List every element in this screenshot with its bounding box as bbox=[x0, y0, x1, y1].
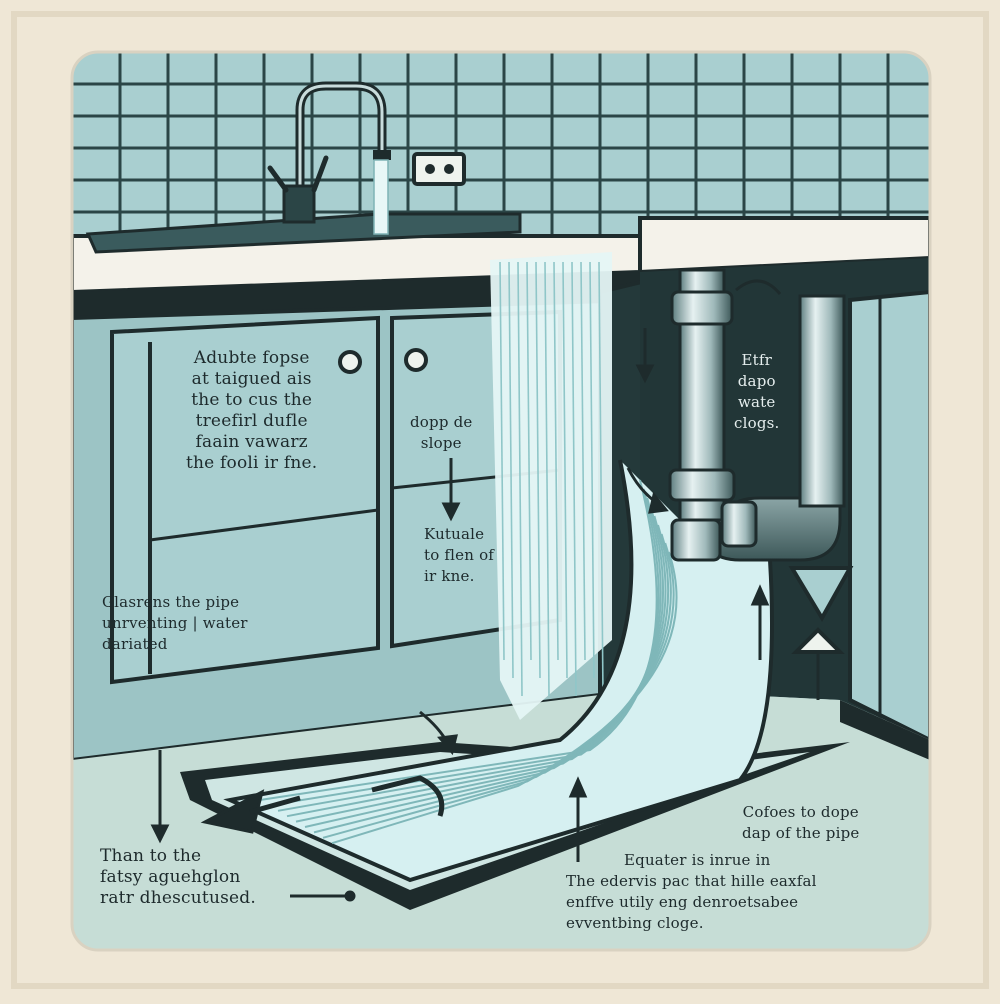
drain-pipe bbox=[668, 268, 846, 562]
label-flow-note: Kutuale to flen of ir kne. bbox=[424, 525, 495, 585]
cabinet-door-left bbox=[110, 315, 380, 685]
pipe-trap-joint bbox=[720, 500, 758, 548]
falling-water-sheet bbox=[490, 252, 612, 720]
label-bottom-note: Equater is inrue in The edervis pac that… bbox=[566, 851, 817, 932]
arrow-floor-hook bbox=[371, 775, 445, 817]
faucet bbox=[267, 81, 391, 224]
illustration-panel bbox=[72, 52, 930, 950]
arrow-large-down bbox=[788, 566, 854, 622]
label-floor-note: Than to the fatsy aguehglon ratr dhescut… bbox=[100, 846, 256, 908]
label-slope-pipe-note: Cofoes to dope dap of the pipe bbox=[742, 803, 860, 842]
floor-water-flow bbox=[223, 459, 774, 883]
label-slope-note: dopp de slope bbox=[410, 413, 473, 452]
pipe-coupling-mid bbox=[668, 468, 736, 502]
cabinet-knob-left bbox=[338, 350, 362, 374]
flow-arrows bbox=[150, 328, 854, 902]
sink-basin bbox=[85, 212, 522, 254]
label-cabinet-note: Adubte fopse at taigued ais the to cus t… bbox=[186, 348, 318, 473]
label-pipe-note: Etfr dapo wate clogs. bbox=[734, 351, 780, 432]
cabinet-knob-right bbox=[404, 348, 428, 372]
faucet-water-stream bbox=[373, 159, 389, 235]
label-glass-note: Glasrens the pipe unrventing | water dar… bbox=[102, 593, 248, 653]
pipe-coupling-top bbox=[670, 290, 734, 326]
wall-outlet bbox=[412, 152, 466, 186]
